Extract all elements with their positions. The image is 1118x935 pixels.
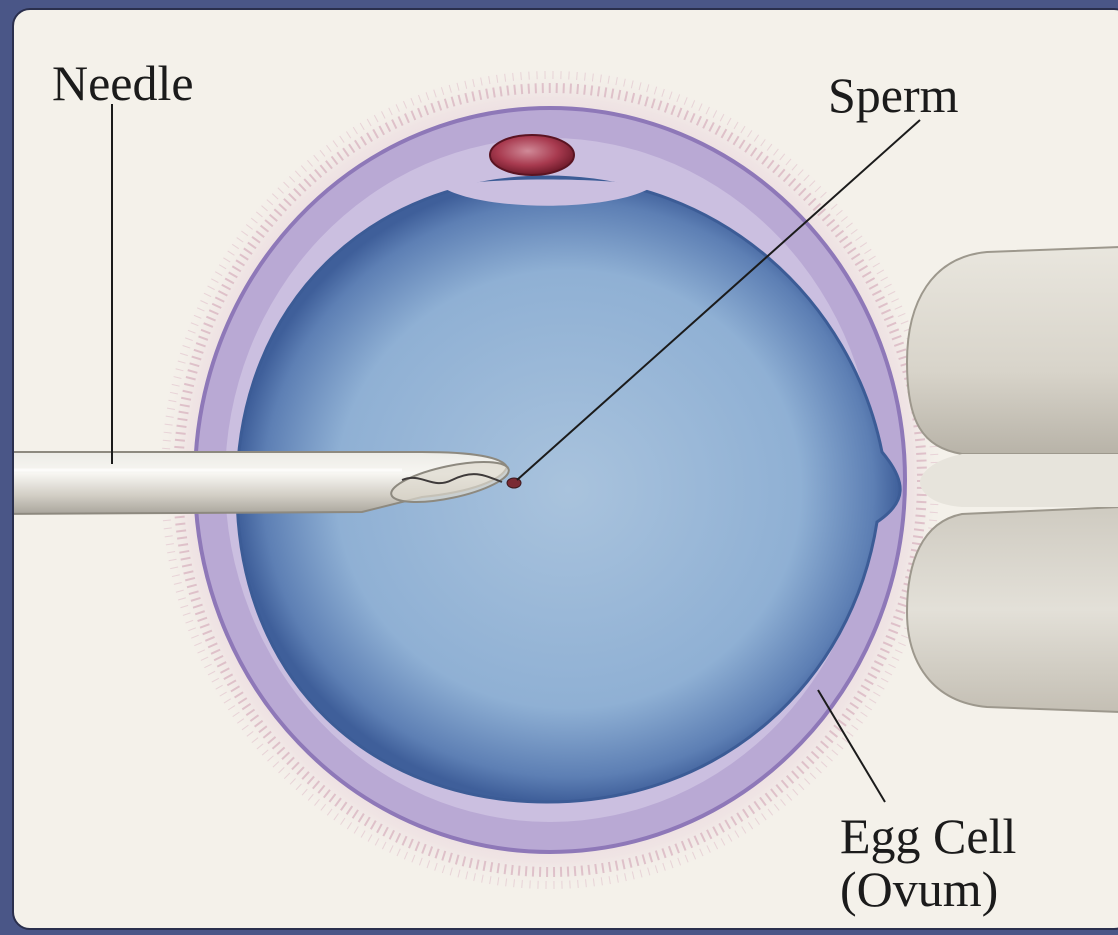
label-sperm: Sperm [828, 70, 959, 120]
label-needle: Needle [52, 58, 194, 108]
holding-pipette-icon [907, 247, 1118, 712]
label-egg-line1: Egg Cell [840, 810, 1016, 863]
icsi-illustration [12, 8, 1118, 930]
diagram-panel: Needle Sperm Egg Cell (Ovum) [12, 8, 1118, 930]
label-egg-cell: Egg Cell (Ovum) [840, 810, 1016, 915]
polar-body [490, 135, 574, 175]
label-egg-line2: (Ovum) [840, 863, 1016, 916]
